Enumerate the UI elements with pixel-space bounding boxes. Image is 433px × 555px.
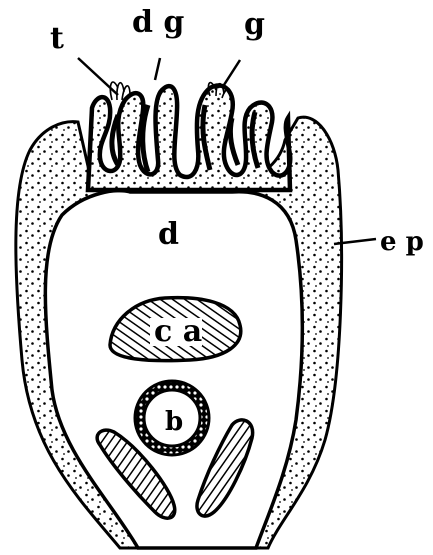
label-ca: c a	[154, 314, 202, 349]
label-dg: d g	[132, 5, 184, 40]
label-ep: e p	[380, 227, 424, 257]
label-d: d	[158, 217, 179, 252]
gland-folds	[88, 85, 290, 190]
label-t: t	[50, 21, 64, 56]
label-b: b	[165, 407, 183, 437]
label-g: g	[244, 7, 265, 42]
